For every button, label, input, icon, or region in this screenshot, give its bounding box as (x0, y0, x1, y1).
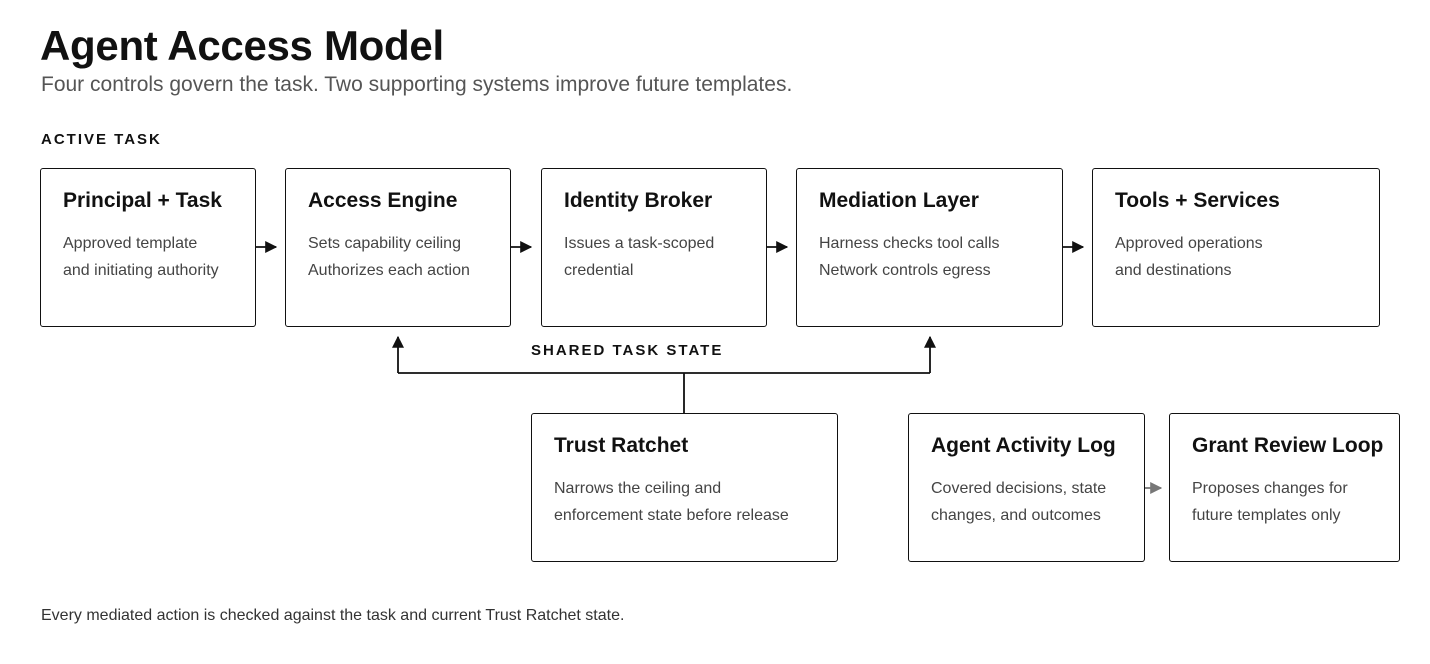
node-title: Grant Review Loop (1192, 434, 1384, 457)
node-description: Proposes changes for future templates on… (1192, 476, 1348, 529)
node-description-line: and destinations (1115, 261, 1232, 279)
node-description-line: Network controls egress (819, 261, 991, 279)
node-description: Narrows the ceiling and enforcement stat… (554, 476, 789, 529)
node-description-line: Approved operations (1115, 235, 1263, 252)
page-title: Agent Access Model (40, 22, 444, 69)
node-identity-broker: Identity Broker Issues a task-scoped cre… (541, 168, 767, 327)
node-description-line: Issues a task-scoped (564, 235, 715, 252)
node-title: Trust Ratchet (554, 434, 689, 457)
section-label-shared-task-state: SHARED TASK STATE (531, 342, 724, 359)
node-title: Tools + Services (1115, 189, 1280, 212)
section-label-active-task: ACTIVE TASK (41, 131, 162, 148)
node-description-line: Harness checks tool calls (819, 235, 1000, 252)
node-trust-ratchet: Trust Ratchet Narrows the ceiling and en… (531, 413, 838, 562)
node-title: Access Engine (308, 189, 458, 212)
node-description-line: Sets capability ceiling (308, 235, 461, 252)
node-description-line: Authorizes each action (308, 261, 470, 279)
node-description-line: Covered decisions, state (931, 480, 1107, 497)
node-description: Issues a task-scoped credential (564, 231, 714, 284)
node-description: Covered decisions, state changes, and ou… (931, 476, 1106, 529)
node-principal-task: Principal + Task Approved template and i… (40, 168, 256, 327)
node-access-engine: Access Engine Sets capability ceiling Au… (285, 168, 511, 327)
node-title: Agent Activity Log (931, 434, 1116, 457)
node-description: Harness checks tool calls Network contro… (819, 231, 1000, 284)
node-title: Principal + Task (63, 189, 222, 212)
node-description-line: Narrows the ceiling and (554, 480, 722, 497)
node-description: Approved template and initiating authori… (63, 231, 219, 284)
node-description-line: and initiating authority (63, 261, 219, 279)
node-description: Sets capability ceiling Authorizes each … (308, 231, 470, 284)
node-mediation-layer: Mediation Layer Harness checks tool call… (796, 168, 1063, 327)
node-description: Approved operations and destinations (1115, 231, 1263, 284)
node-grant-review-loop: Grant Review Loop Proposes changes for f… (1169, 413, 1400, 562)
node-description-line: credential (564, 261, 634, 279)
node-title: Identity Broker (564, 189, 713, 212)
node-description-line: future templates only (1192, 506, 1341, 524)
footer-note: Every mediated action is checked against… (41, 607, 625, 624)
node-description-line: enforcement state before release (554, 506, 789, 524)
node-tools-services: Tools + Services Approved operations and… (1092, 168, 1380, 327)
node-agent-activity-log: Agent Activity Log Covered decisions, st… (908, 413, 1145, 562)
node-title: Mediation Layer (819, 189, 979, 212)
node-description-line: changes, and outcomes (931, 506, 1101, 524)
node-description-line: Approved template (63, 235, 198, 252)
page-subtitle: Four controls govern the task. Two suppo… (41, 73, 793, 96)
node-description-line: Proposes changes for (1192, 480, 1348, 497)
